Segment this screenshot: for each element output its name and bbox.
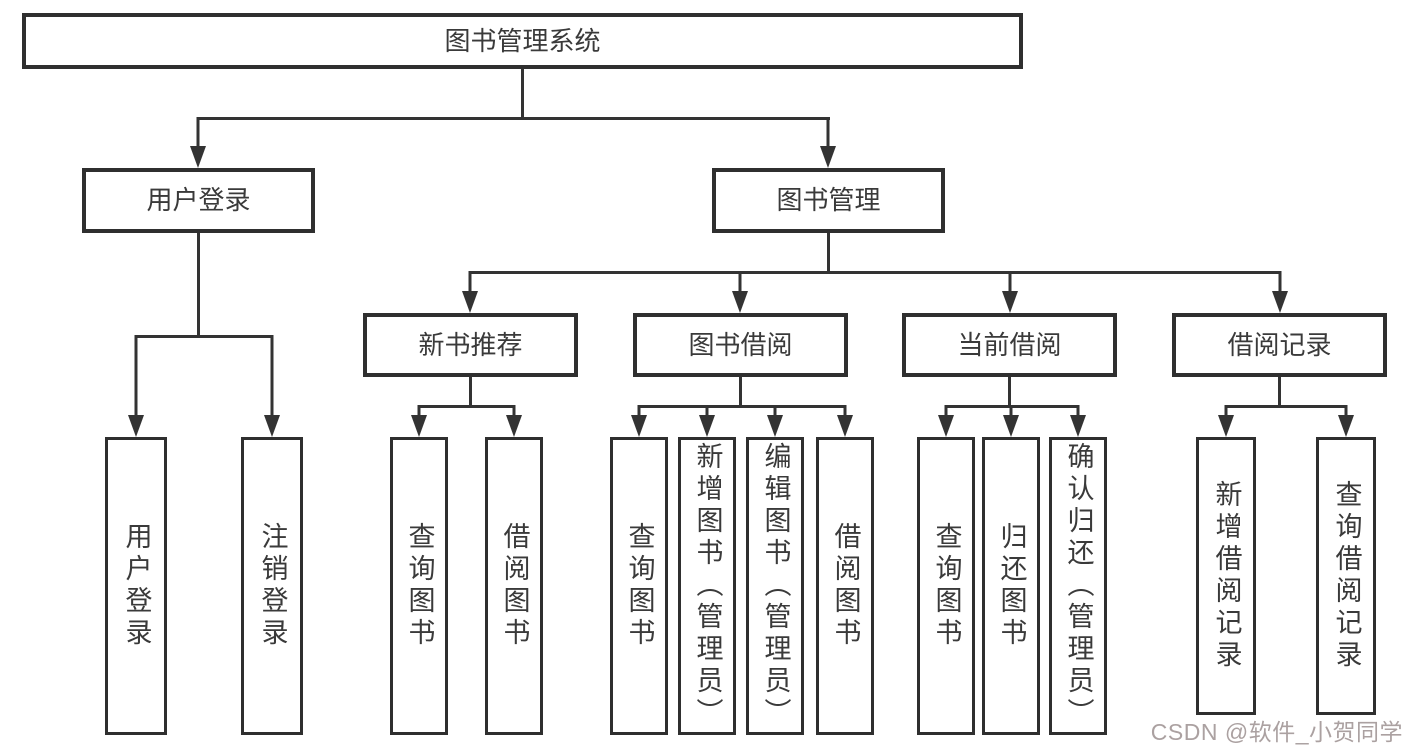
node-confirm-return-admin: 确认归还（管理员） — [1049, 437, 1107, 735]
node-query-books-current: 查询图书 — [917, 437, 975, 735]
node-query-books-rec: 查询图书 — [390, 437, 448, 735]
node-new-book-recommend: 新书推荐 — [363, 313, 578, 377]
node-user-login-leaf: 用户登录 — [105, 437, 167, 735]
node-borrow-records: 借阅记录 — [1172, 313, 1387, 377]
node-user-login: 用户登录 — [82, 168, 315, 233]
node-current-borrow: 当前借阅 — [902, 313, 1117, 377]
node-add-borrow-record: 新增借阅记录 — [1196, 437, 1256, 715]
node-book-borrow: 图书借阅 — [633, 313, 848, 377]
node-query-borrow-record: 查询借阅记录 — [1316, 437, 1376, 715]
node-root: 图书管理系统 — [22, 13, 1023, 69]
node-query-books-borrow: 查询图书 — [610, 437, 668, 735]
node-add-book-admin: 新增图书（管理员） — [678, 437, 736, 735]
watermark: CSDN @软件_小贺同学 — [1150, 719, 1403, 745]
node-edit-book-admin: 编辑图书（管理员） — [746, 437, 804, 735]
node-return-book: 归还图书 — [982, 437, 1040, 735]
node-book-management: 图书管理 — [712, 168, 945, 233]
node-logout-leaf: 注销登录 — [241, 437, 303, 735]
node-borrow-books-rec: 借阅图书 — [485, 437, 543, 735]
node-borrow-books-borrow: 借阅图书 — [816, 437, 874, 735]
